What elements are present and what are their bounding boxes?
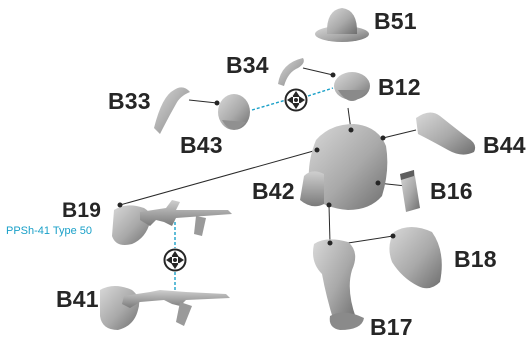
label-b19: B19 bbox=[62, 199, 102, 222]
label-b44: B44 bbox=[483, 132, 526, 158]
part-b42-torso bbox=[300, 124, 388, 210]
label-b12: B12 bbox=[378, 74, 421, 100]
label-b19-subtitle: PPSh-41 Type 50 bbox=[6, 225, 93, 237]
part-b18-leg bbox=[389, 227, 442, 289]
label-b18: B18 bbox=[454, 246, 497, 272]
label-b33: B33 bbox=[108, 88, 151, 114]
leader-lines bbox=[119, 67, 417, 244]
part-b43-head bbox=[218, 94, 250, 130]
leader-dots bbox=[117, 72, 396, 246]
label-b41: B41 bbox=[56, 286, 99, 312]
part-b33-braid bbox=[154, 87, 190, 134]
part-b41-arm-rifle bbox=[100, 286, 230, 330]
label-b34: B34 bbox=[226, 52, 269, 78]
part-b51-hat bbox=[315, 8, 369, 42]
part-b16-pouch bbox=[400, 170, 420, 212]
label-b16: B16 bbox=[430, 178, 473, 204]
part-b44-arm bbox=[416, 112, 476, 155]
part-b34-hair bbox=[278, 58, 304, 86]
part-b19-arm-rifle bbox=[112, 200, 232, 245]
label-b42: B42 bbox=[252, 178, 295, 204]
label-b51: B51 bbox=[374, 8, 417, 34]
label-b17: B17 bbox=[370, 314, 413, 340]
label-b43: B43 bbox=[180, 132, 223, 158]
part-b12-head bbox=[334, 72, 370, 101]
part-b17-leg bbox=[313, 239, 364, 330]
assembly-joint-icon bbox=[284, 88, 308, 112]
assembly-joint-icon bbox=[163, 248, 187, 272]
